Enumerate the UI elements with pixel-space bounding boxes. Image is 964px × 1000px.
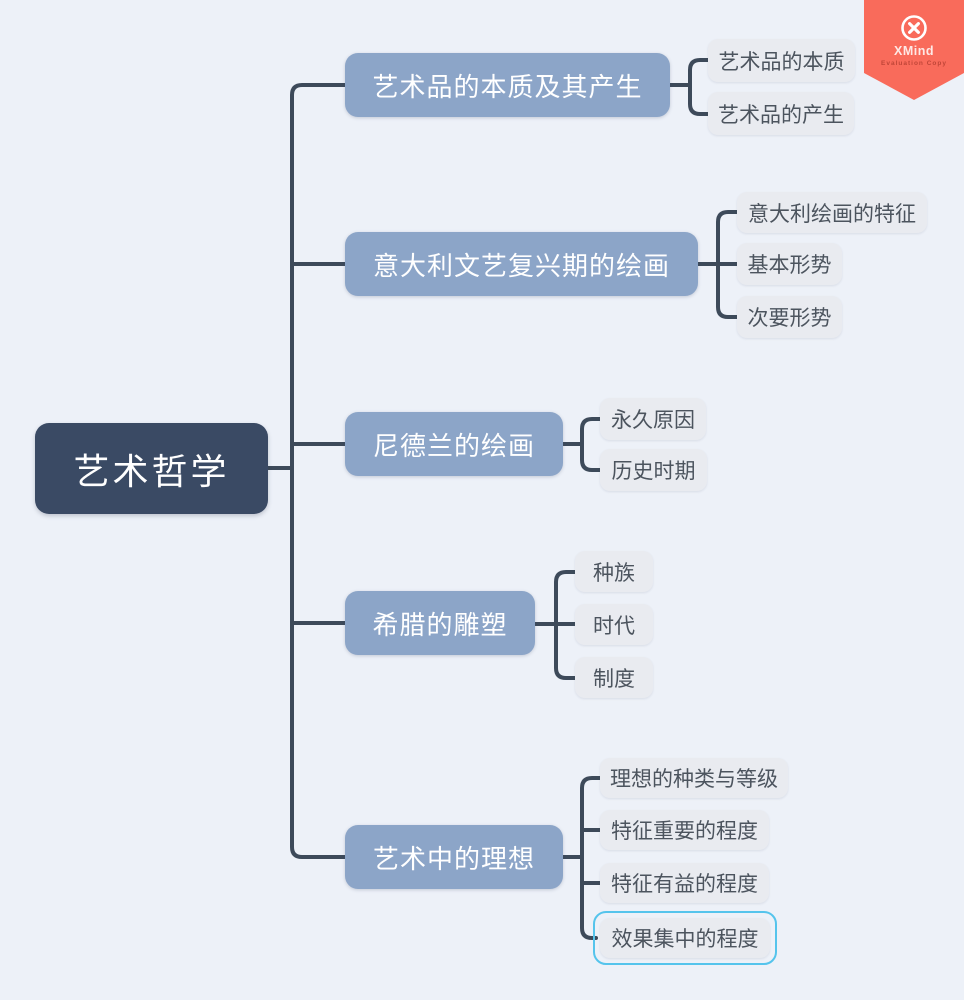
subtopic-4-1[interactable]: 种族: [575, 551, 653, 592]
branch-topic-2[interactable]: 意大利文艺复兴期的绘画: [345, 232, 698, 296]
subtopic-2-2[interactable]: 基本形势: [737, 243, 842, 285]
subtopic-4-3[interactable]: 制度: [575, 657, 653, 698]
root-topic[interactable]: 艺术哲学: [35, 423, 268, 514]
subtopic-1-1[interactable]: 艺术品的本质: [708, 39, 855, 82]
subtopic-2-3[interactable]: 次要形势: [737, 296, 842, 338]
evaluation-copy-label: Evaluation Copy: [881, 60, 947, 67]
x-circle-icon: [901, 15, 927, 41]
subtopic-5-4[interactable]: 效果集中的程度: [600, 918, 770, 958]
subtopic-4-2[interactable]: 时代: [575, 604, 653, 645]
subtopic-3-2[interactable]: 历史时期: [600, 449, 707, 491]
subtopic-2-1[interactable]: 意大利绘画的特征: [737, 192, 927, 233]
branch-topic-3[interactable]: 尼德兰的绘画: [345, 412, 563, 476]
branch-topic-4[interactable]: 希腊的雕塑: [345, 591, 535, 655]
xmind-logo-text: XMind: [894, 44, 934, 58]
subtopic-5-3[interactable]: 特征有益的程度: [600, 863, 769, 903]
subtopic-3-1[interactable]: 永久原因: [600, 398, 706, 440]
subtopic-5-2[interactable]: 特征重要的程度: [600, 810, 769, 850]
branch-topic-5[interactable]: 艺术中的理想: [345, 825, 563, 889]
xmind-watermark-badge: XMind Evaluation Copy: [864, 0, 964, 100]
subtopic-1-2[interactable]: 艺术品的产生: [708, 92, 854, 135]
subtopic-5-1[interactable]: 理想的种类与等级: [600, 758, 788, 798]
branch-topic-1[interactable]: 艺术品的本质及其产生: [345, 53, 670, 117]
